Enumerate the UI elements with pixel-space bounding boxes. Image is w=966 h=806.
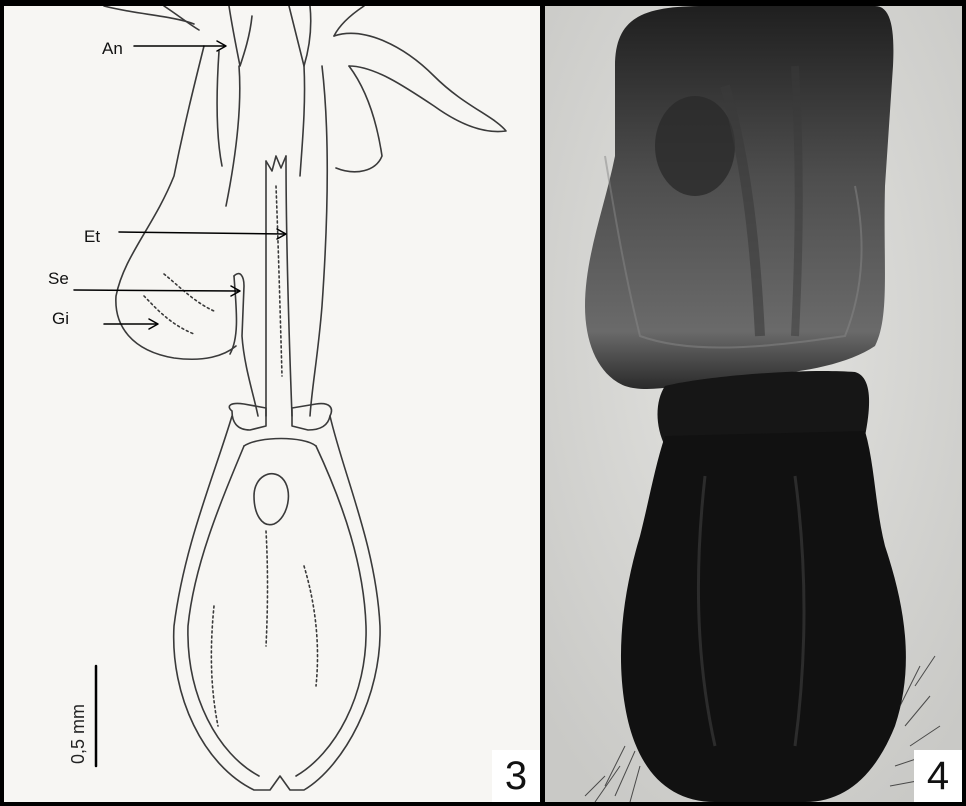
label-gi: Gi bbox=[52, 310, 69, 327]
label-se: Se bbox=[48, 270, 69, 287]
panel-number-3: 3 bbox=[492, 750, 540, 802]
flower-micrograph bbox=[545, 6, 962, 802]
flower-line-drawing bbox=[4, 6, 540, 802]
label-et: Et bbox=[84, 228, 100, 245]
scale-bar-label: 0,5 mm bbox=[68, 704, 89, 764]
micrograph-panel: 4 bbox=[545, 6, 962, 802]
panel-number-4: 4 bbox=[914, 750, 962, 802]
drawing-panel: An Et Se Gi 0,5 mm 3 bbox=[4, 6, 540, 802]
label-an: An bbox=[102, 40, 123, 57]
